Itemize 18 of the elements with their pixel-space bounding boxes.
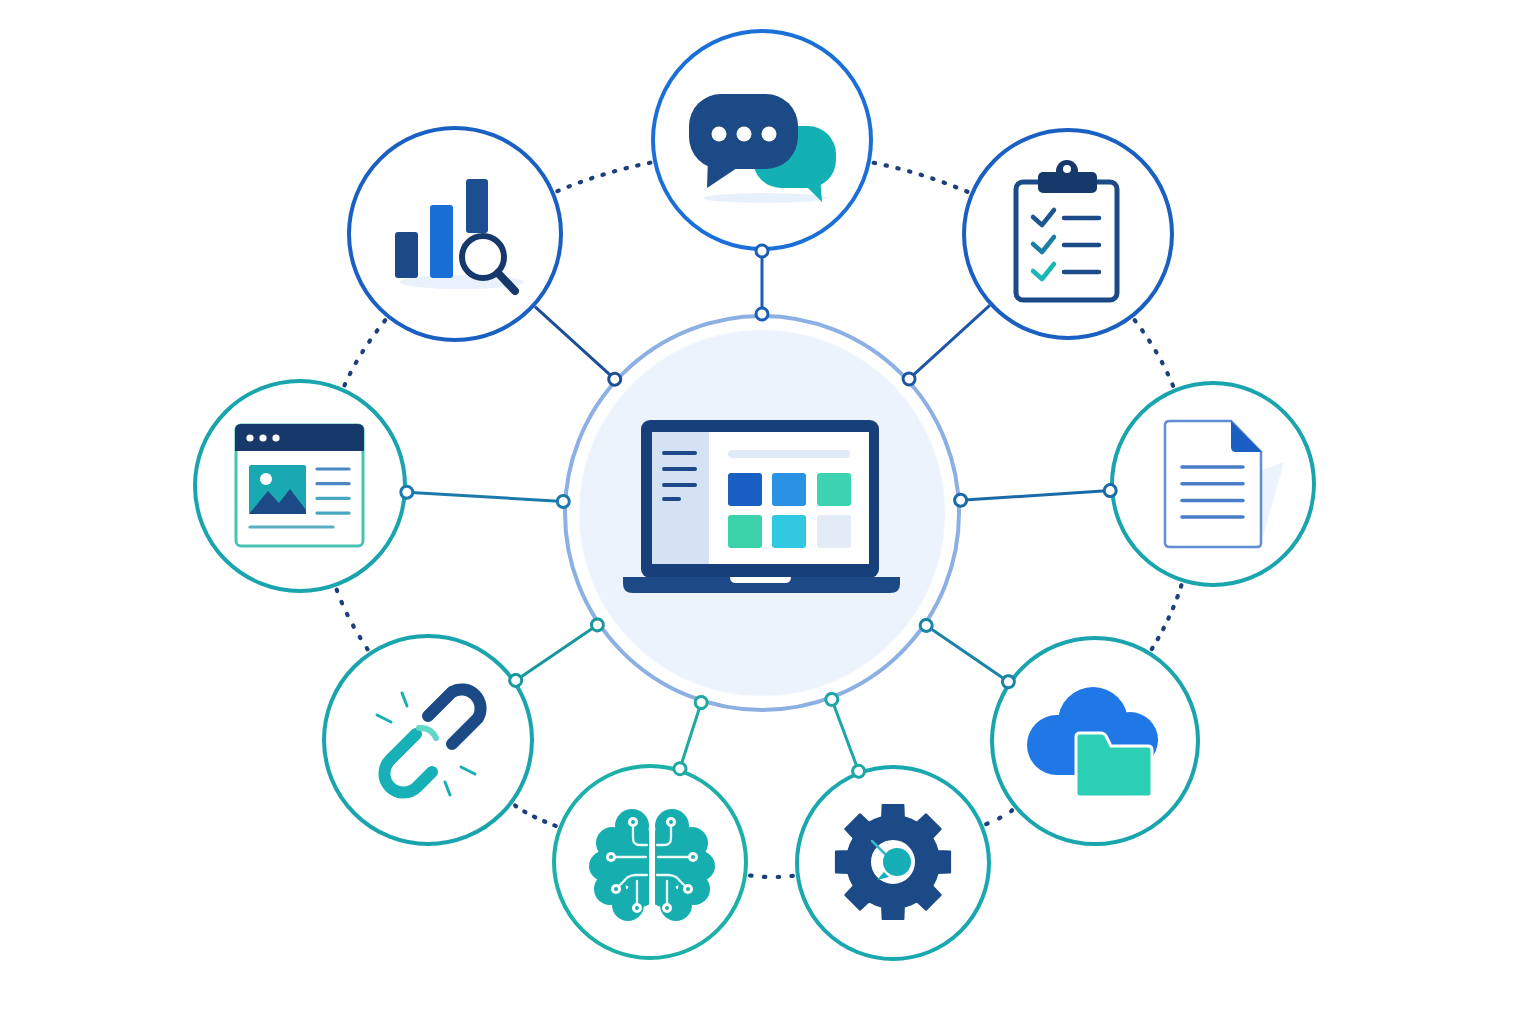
dotted-connector <box>1149 583 1184 652</box>
dotted-connector <box>1132 318 1176 388</box>
dotted-connector <box>342 318 388 388</box>
dotted-connector <box>334 587 370 652</box>
connector-line <box>824 691 867 779</box>
connector-line <box>918 617 1016 690</box>
connector-line <box>953 483 1118 508</box>
dotted-connector <box>871 160 970 194</box>
connector-line <box>399 484 571 509</box>
connector-line <box>533 305 623 387</box>
dotted-connector <box>984 808 1015 827</box>
dotted-connector <box>555 160 653 194</box>
connector-line <box>754 243 770 322</box>
connector-line <box>508 617 605 688</box>
connector-line <box>672 695 709 777</box>
dotted-connector <box>513 803 558 828</box>
connector-line <box>901 304 991 387</box>
dotted-connector <box>748 873 795 880</box>
